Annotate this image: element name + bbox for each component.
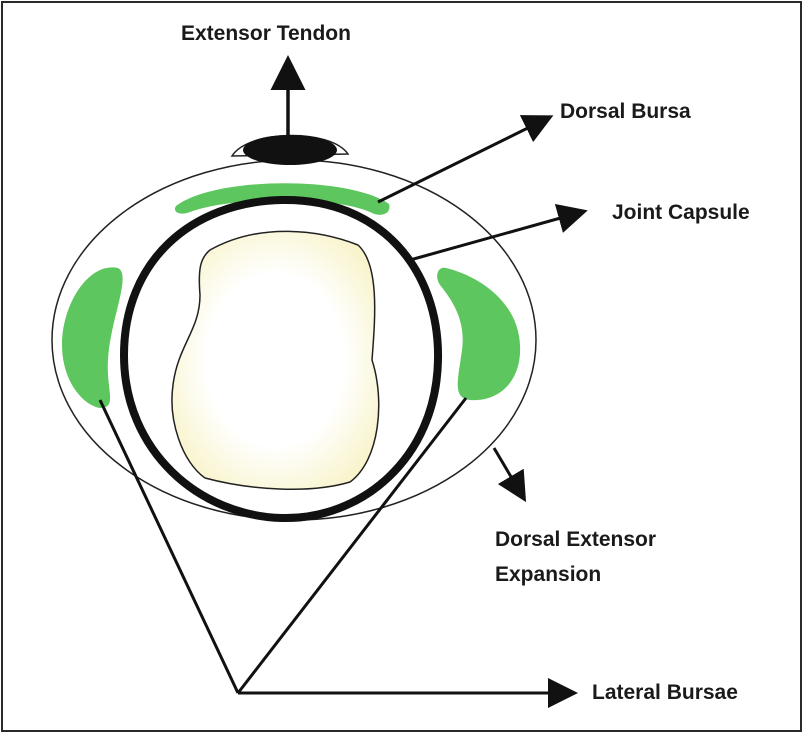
bone-shape: [171, 230, 380, 490]
joint-capsule-arrow: [409, 204, 588, 262]
lateral-bursae-left-line: [98, 399, 240, 694]
dorsal-extensor-expansion-arrow: [492, 447, 527, 503]
extensor-tendon-label: Extensor Tendon: [181, 22, 351, 45]
lateral-bursae-label: Lateral Bursae: [592, 681, 738, 704]
dorsal-extensor-expansion-label-line2: Expansion: [495, 563, 601, 586]
dorsal-bursa-label: Dorsal Bursa: [560, 100, 691, 123]
dorsal-bursa-arrow: [377, 115, 554, 204]
lateral-bursae-right-line: [236, 397, 468, 694]
right-lateral-bursa-shape: [437, 267, 521, 401]
left-lateral-bursa-shape: [62, 267, 123, 408]
dorsal-extensor-expansion-label-line1: Dorsal Extensor: [495, 528, 656, 551]
joint-capsule-label: Joint Capsule: [612, 201, 750, 224]
extensor-tendon-core: [243, 135, 337, 165]
